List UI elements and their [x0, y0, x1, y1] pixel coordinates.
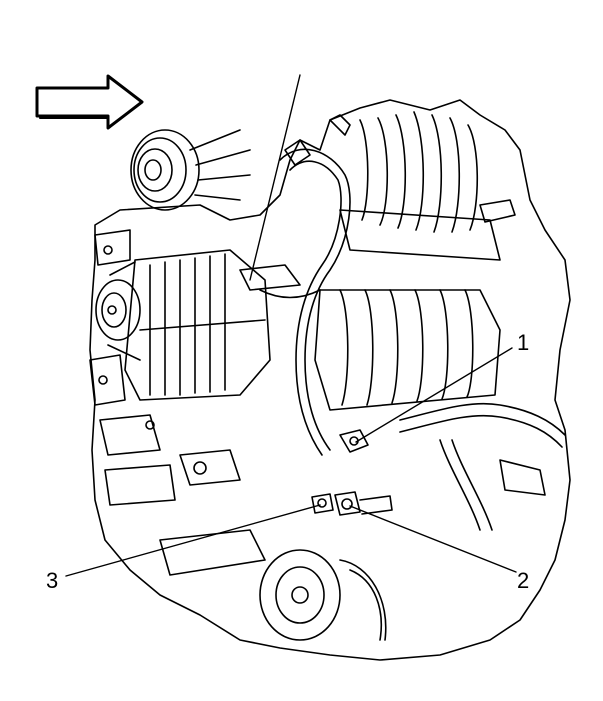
callout-3: 3 [46, 568, 58, 593]
alternator [95, 249, 271, 401]
lower-pulley [259, 549, 387, 641]
mount-bracket [89, 229, 176, 506]
wiring-harness [239, 139, 351, 456]
connector-3 [311, 493, 334, 514]
lower-harness [399, 402, 566, 531]
callout-2: 2 [517, 568, 529, 593]
starter-area [159, 449, 266, 576]
intake-manifold [329, 111, 516, 261]
callout-2-leader [349, 505, 517, 573]
engine-block [89, 99, 571, 661]
callout-1: 1 [517, 330, 529, 355]
callout-3-leader [65, 504, 321, 577]
connector-1 [339, 429, 369, 453]
callout-1-leader [355, 347, 513, 443]
connector-2 [334, 491, 393, 516]
top-leader [249, 74, 301, 281]
upper-pulley [130, 129, 251, 211]
right-arrow-icon [35, 74, 144, 130]
cylinder-head [314, 289, 501, 411]
